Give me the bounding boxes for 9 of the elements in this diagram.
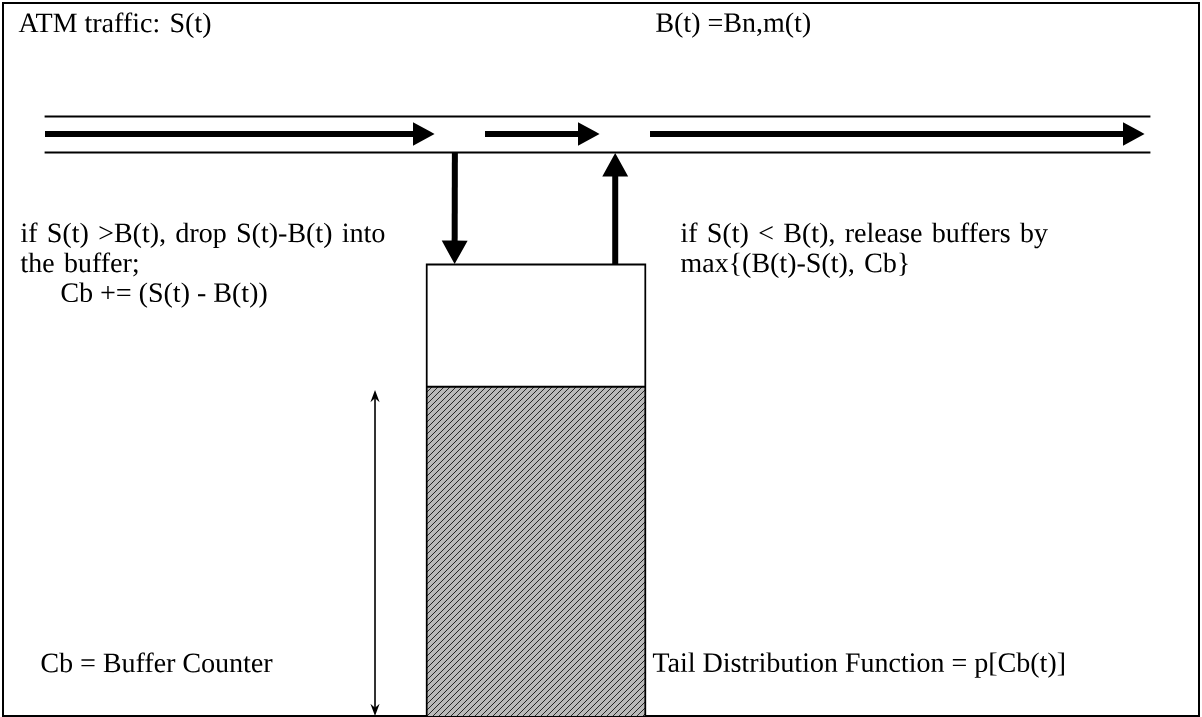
heading-text: ATM traffic: S(t) (18, 12, 211, 39)
label-text: Cb = Buffer Counter (41, 652, 273, 673)
buffer-box (425, 263, 647, 717)
condition-text: if S(t) < B(t), release buffers by max{(B(t)-S(t), Cb} (681, 222, 1048, 279)
condition-text: if S(t) >B(t), drop S(t)-B(t) into the buffer; (20, 222, 385, 277)
buffer-box (427, 386, 645, 716)
formula-text: Cb += (S(t) - B(t)) (61, 282, 267, 308)
formula-text: B(t) =Bn,m(t) (656, 12, 810, 38)
channel-band (43, 115, 1152, 154)
